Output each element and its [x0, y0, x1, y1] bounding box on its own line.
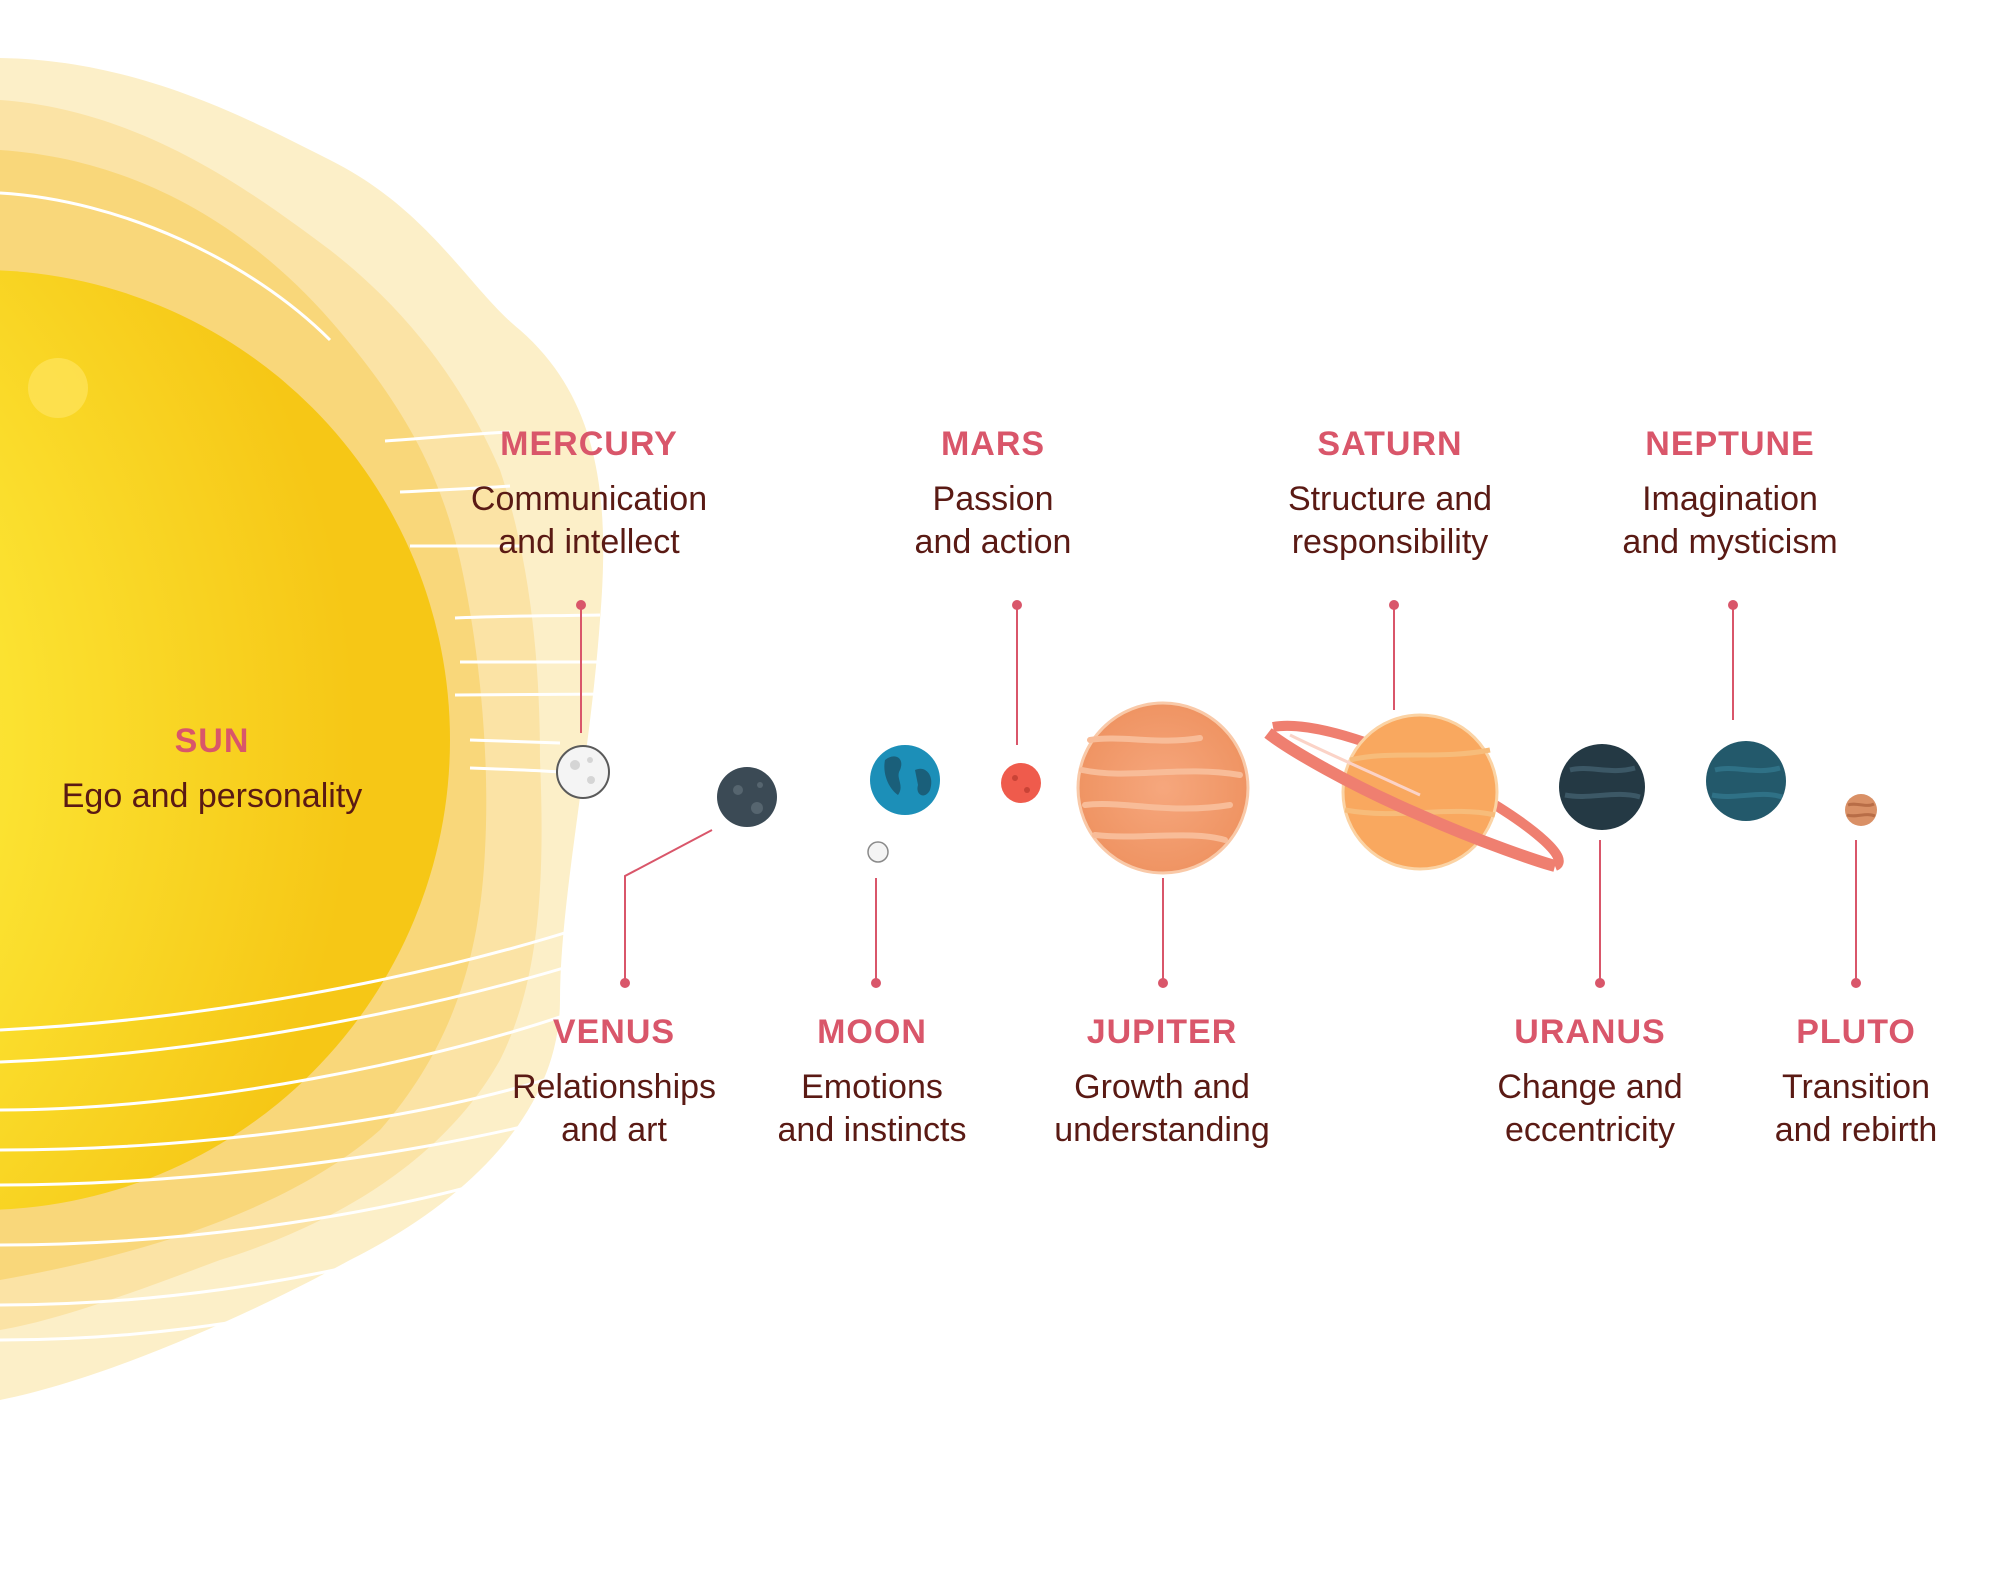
connectors	[576, 600, 1861, 988]
pluto-desc-line2: and rebirth	[1774, 1111, 1938, 1149]
mercury-name: MERCURY	[500, 425, 678, 463]
venus-desc-line2: and art	[561, 1111, 667, 1149]
jupiter-desc-line1: Growth and	[1074, 1068, 1250, 1106]
jupiter-desc-line2: understanding	[1054, 1111, 1270, 1149]
uranus-desc-line1: Change and	[1497, 1068, 1683, 1106]
pluto-name: PLUTO	[1796, 1013, 1916, 1051]
uranus-desc-line2: eccentricity	[1504, 1111, 1676, 1149]
mars-label: MARS Passion and action	[915, 425, 1072, 564]
uranus-planet	[1559, 744, 1645, 830]
sun-body	[0, 270, 450, 1210]
saturn-name: SATURN	[1317, 425, 1463, 463]
mercury-desc-line1: Communication	[470, 480, 708, 518]
pluto-desc-line1: Transition	[1781, 1068, 1931, 1106]
uranus-label: URANUS Change and eccentricity	[1497, 1013, 1682, 1152]
sun-desc-line1: Ego and personality	[61, 777, 363, 815]
jupiter-label: JUPITER Growth and understanding	[1054, 1013, 1270, 1152]
jupiter-planet	[1076, 701, 1250, 875]
moon-satellite	[867, 841, 889, 863]
moon-name: MOON	[817, 1013, 927, 1051]
uranus-name: URANUS	[1514, 1013, 1666, 1051]
neptune-desc-line1: Imagination	[1642, 480, 1818, 518]
sun-spot	[28, 358, 88, 418]
jupiter-name: JUPITER	[1086, 1013, 1238, 1051]
neptune-name: NEPTUNE	[1645, 425, 1815, 463]
mars-desc-line1: Passion	[932, 480, 1054, 518]
mercury-planet	[556, 745, 610, 799]
saturn-planet	[1264, 713, 1564, 872]
mercury-desc-line2: and intellect	[498, 523, 680, 561]
venus-planet	[717, 767, 777, 827]
neptune-planet	[1706, 741, 1786, 821]
mars-name: MARS	[940, 425, 1046, 463]
venus-name: VENUS	[552, 1013, 676, 1051]
venus-label: VENUS Relationships and art	[512, 1013, 716, 1152]
saturn-desc-line1: Structure and	[1287, 480, 1493, 518]
saturn-desc-line2: responsibility	[1291, 523, 1489, 561]
mars-desc-line2: and action	[914, 523, 1072, 561]
sun-label: SUN Ego and personality	[62, 722, 363, 818]
pluto-label: PLUTO Transition and rebirth	[1775, 1013, 1938, 1152]
venus-desc-line1: Relationships	[511, 1068, 717, 1106]
sun-surface-lines	[0, 191, 621, 1342]
saturn-label: SATURN Structure and responsibility	[1288, 425, 1492, 564]
moon-desc-line2: and instincts	[777, 1111, 967, 1149]
moon-label: MOON Emotions and instincts	[778, 1013, 967, 1152]
moon-desc-line1: Emotions	[801, 1068, 943, 1106]
neptune-desc-line2: and mysticism	[1622, 523, 1838, 561]
sun-name: SUN	[174, 722, 250, 760]
earth-planet	[870, 745, 940, 815]
mars-planet	[1001, 763, 1041, 803]
neptune-label: NEPTUNE Imagination and mysticism	[1622, 425, 1837, 564]
pluto-planet	[1845, 794, 1877, 826]
mercury-label: MERCURY Communication and intellect	[471, 425, 707, 564]
